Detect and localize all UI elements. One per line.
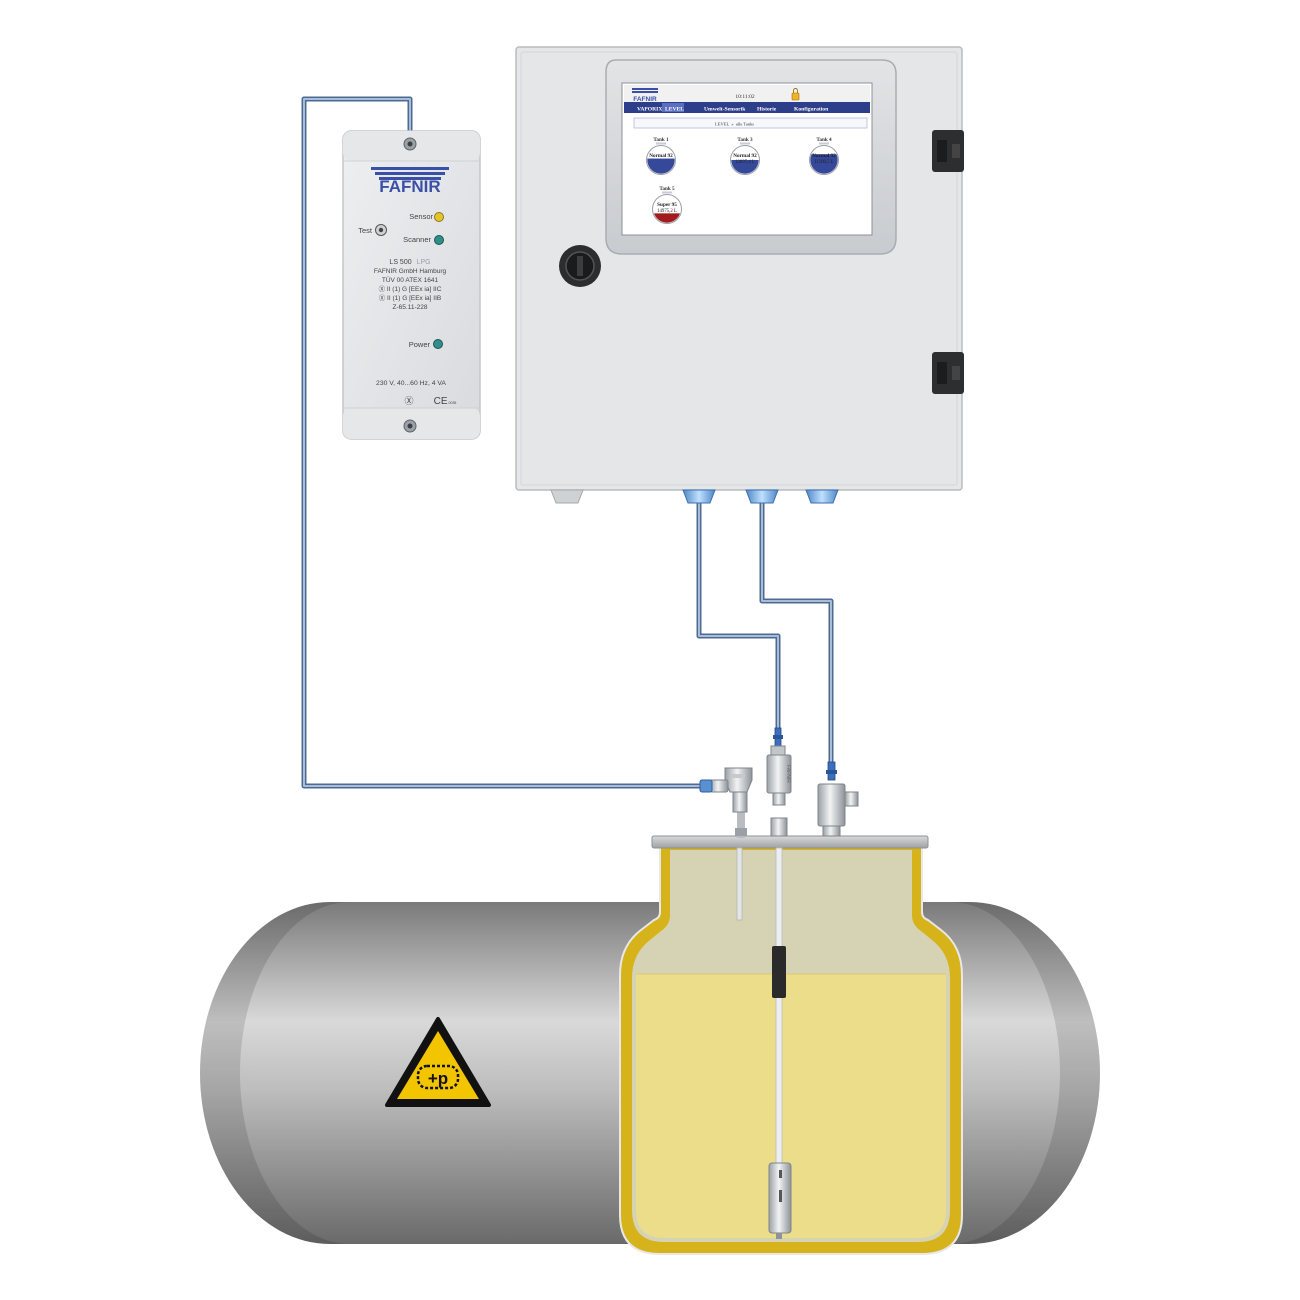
screen-tank-product: Normal 92 [649,153,673,159]
screen-nav-bar [624,102,870,113]
barrier-to-sensor-cable [301,96,705,789]
screen-tank-name: Tank 4 [816,137,832,143]
scanner-label: Scanner [403,235,431,244]
barrier-spec-line: FAFNIR GmbH Hamburg [374,268,447,275]
liquid-phase [636,974,946,1238]
tab-vaporix[interactable]: VAPORIX [637,107,662,113]
cable-gland-2 [745,489,779,504]
warning-symbol: +p [428,1069,448,1088]
barrier-spec-line: Z-65.11-228 [393,304,428,311]
barrier-model-suffix: LPG [417,259,431,266]
screen-tank-product: Super 95 [657,202,677,208]
screen-tank-fill [653,213,681,223]
tab-level[interactable]: LEVEL [665,107,684,113]
fafnir-logo: FAFNIR [371,167,449,196]
ex-mark-icon: Ⓧ [404,396,413,406]
lpg-tank: +p [200,835,1100,1255]
level-probe: FAFNIR [766,727,792,1239]
barrier-spec-line: Ⓧ II (1) G [EEx ia] IIC [379,285,442,293]
screen-tank-fill [810,154,838,174]
limit-sensor [699,767,753,921]
screen-tank-volume: 14975,2 L [657,209,677,214]
controller-to-pressure-sensor-cable [759,498,834,765]
barrier-spec-line: Ⓧ II (1) G [EEx ia] IIB [379,294,442,302]
ce-mark: CE0035 [434,396,457,407]
hinge-bottom [932,352,964,394]
tab-konfiguration[interactable]: Konfiguration [794,107,829,113]
power-led [433,339,443,349]
screen-tank-product: Normal 92 [733,153,757,159]
sensor-led [434,212,444,222]
sensor-label: Sensor [409,212,433,221]
screen-breadcrumb: LEVEL » alle Tanks [715,122,754,127]
power-label: Power [409,340,431,349]
cables [301,96,834,789]
cable-gland-1 [682,489,716,504]
cabinet-lock-icon[interactable] [559,245,601,287]
screen-tank-fill [647,158,675,174]
ls500-barrier-box: FAFNIR Sensor Test Scanner LS 500 LPG FA… [342,130,481,440]
test-label: Test [358,226,373,235]
manhole-lid [651,835,929,849]
screen-tank-fill [731,160,759,174]
screen-tank-name: Tank 5 [659,186,675,192]
controller-to-probe-cable [696,498,781,730]
screen-tank-volume: 13097,4 L [735,160,755,165]
hinge-top [932,130,964,172]
pressure-sensor [817,761,859,837]
tab-historie[interactable]: Historie [757,107,777,113]
cable-gland-3 [805,489,839,504]
screen-logo: FAFNIR [633,96,657,103]
scanner-led [434,235,444,245]
probe-float [772,946,786,998]
barrier-rating: 230 V, 40...60 Hz, 4 VA [376,380,446,387]
screen-tank-name: Tank 1 [653,137,669,143]
svg-text:LS 500 LPG: LS 500 LPG [389,259,430,266]
barrier-spec-line: TÜV 00 ATEX 1641 [382,276,439,284]
barrier-brand: FAFNIR [379,177,440,196]
probe-label: FAFNIR [785,765,791,783]
cable-gland-grey [550,489,584,504]
screen-time: 10:11:02 [735,94,755,100]
screen-tank-widget[interactable]: Tank 1 Normal 92 [646,137,676,175]
screen-tank-volume: 11100,5 L [814,160,833,165]
tank-cutaway [619,845,963,1255]
screen-tank-name: Tank 3 [737,137,753,143]
barrier-model: LS 500 [389,259,411,266]
screen-tank-product: Normal 92 [812,153,836,159]
pressure-warning-sign-icon: +p [385,1017,491,1107]
tab-umwelt-sensorik[interactable]: Umwelt-Sensorik [704,107,746,113]
padlock-icon[interactable] [791,88,800,101]
